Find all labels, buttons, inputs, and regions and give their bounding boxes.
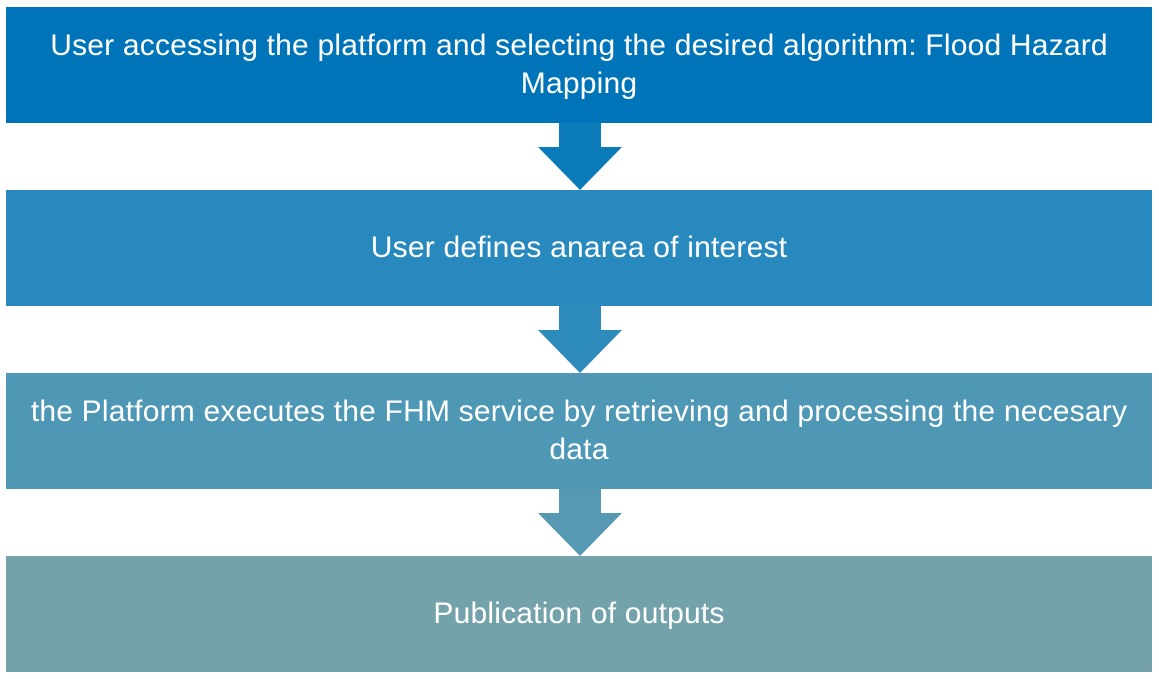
down-arrow-icon [538,123,622,190]
down-arrow-icon [538,489,622,556]
step-label: Publication of outputs [433,597,725,630]
step-box-execute-service: the Platform executes the FHM service by… [6,373,1152,489]
down-arrow-icon [538,306,622,373]
step-box-publication: Publication of outputs [6,556,1152,672]
step-box-access-platform: User accessing the platform and selectin… [6,7,1152,123]
step-label: User defines anarea of interest [370,231,788,264]
step-box-define-area: User defines anarea of interest [6,190,1152,306]
step-label: the Platform executes the FHM service by… [30,395,1128,466]
step-label: User accessing the platform and selectin… [50,29,1108,100]
